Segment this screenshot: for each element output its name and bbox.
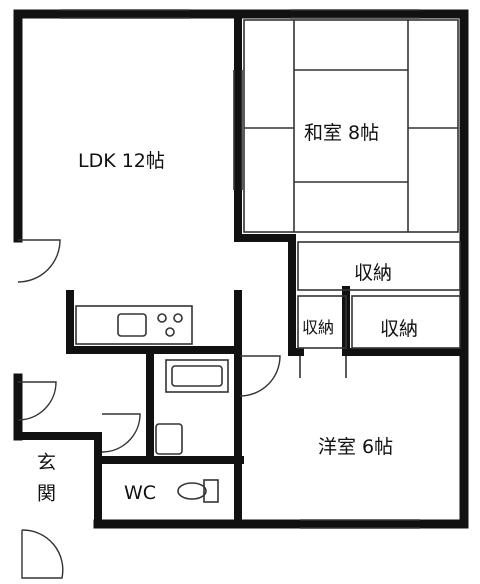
room-label-storage-1: 収納 xyxy=(354,262,393,284)
stove-burner-icon xyxy=(157,313,167,323)
stove-burner-icon xyxy=(173,313,183,323)
room-label-wc: WC xyxy=(124,482,157,504)
interior-walls xyxy=(14,10,468,528)
bathtub-icon xyxy=(165,359,229,393)
room-label-genkan: 玄関 xyxy=(34,452,56,514)
thin-lines xyxy=(60,9,461,529)
stove-burner-icon xyxy=(165,327,175,337)
room-label-ldk: LDK 12帖 xyxy=(78,150,165,172)
room-label-yoshitsu: 洋室 6帖 xyxy=(318,436,394,458)
kitchen-counter xyxy=(75,305,193,345)
room-label-storage-2: 収納 xyxy=(302,318,335,337)
toilet-icon xyxy=(177,479,219,503)
room-label-washitsu: 和室 8帖 xyxy=(304,122,380,144)
room-label-storage-3: 収納 xyxy=(380,318,419,340)
door-swings xyxy=(17,239,281,579)
washbasin-icon xyxy=(155,423,183,455)
